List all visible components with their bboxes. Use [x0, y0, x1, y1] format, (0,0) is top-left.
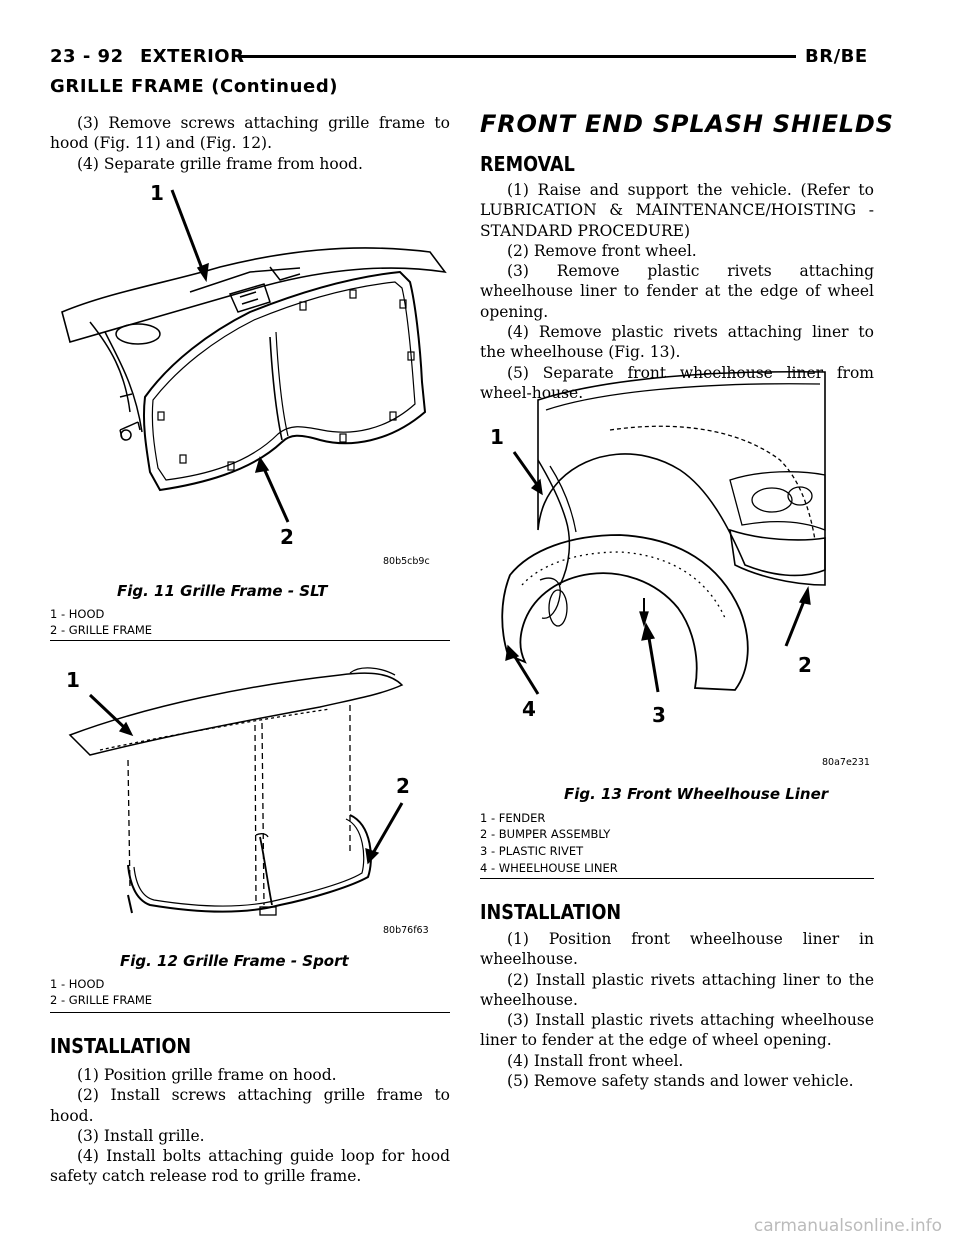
fig11-code: 80b5cb9c [383, 556, 430, 567]
step-text: (3) Install grille. [77, 1126, 205, 1145]
step-text: (4) Separate grille frame from hood. [77, 154, 363, 173]
left-installation-steps: (1) Position grille frame on hood. (2) I… [50, 1065, 450, 1187]
step-text: (2) Install screws attaching grille fram… [50, 1086, 450, 1125]
model-code: BR/BE [805, 46, 868, 67]
fig13-legend-item: 4 - WHEELHOUSE LINER [480, 861, 618, 875]
fig11-legend-item: 2 - GRILLE FRAME [50, 623, 153, 637]
step-text: (5) Remove safety stands and lower vehic… [507, 1072, 854, 1091]
fig13-legend-item: 3 - PLASTIC RIVET [480, 844, 584, 858]
step-text: (5) Separate front wheelhouse liner from… [480, 363, 874, 402]
step-text: (3) Remove screws attaching grille frame… [50, 114, 450, 153]
fig13-title: Fig. 13 Front Wheelhouse Liner [564, 785, 829, 803]
section-title: EXTERIOR [140, 46, 245, 67]
fig12-callout-1: 1 [66, 668, 80, 692]
removal-steps: (1) Raise and support the vehicle. (Refe… [480, 180, 874, 403]
page-number: 23 - 92 [50, 46, 124, 67]
fig13-callout-1: 1 [490, 425, 504, 449]
fig11-callout-1: 1 [150, 181, 164, 205]
step-text: (3) Install plastic rivets attaching whe… [480, 1011, 874, 1050]
fig13-legend-item: 1 - FENDER [480, 811, 546, 825]
fig11-illustration: 1 2 [61, 181, 447, 549]
fig11-rule [50, 640, 450, 641]
fig12-illustration: 1 2 [66, 667, 410, 916]
left-steps-top: (3) Remove screws attaching grille frame… [50, 113, 450, 174]
fig13-callout-3: 3 [652, 703, 666, 727]
fig11-title: Fig. 11 Grille Frame - SLT [117, 582, 328, 600]
step-text: (4) Install bolts attaching guide loop f… [50, 1147, 450, 1186]
right-installation-heading: INSTALLATION [480, 900, 622, 924]
fig13-callout-2: 2 [798, 653, 812, 677]
left-installation-heading: INSTALLATION [50, 1034, 192, 1058]
fig12-legend-item: 1 - HOOD [50, 977, 105, 991]
fig11-legend-item: 1 - HOOD [50, 607, 105, 621]
step-text: (4) Install front wheel. [507, 1051, 684, 1070]
fig13-callout-4: 4 [522, 697, 536, 721]
step-text: (1) Position grille frame on hood. [77, 1066, 337, 1084]
step-text: (2) Install plastic rivets attaching lin… [480, 970, 874, 1009]
fig12-legend-item: 2 - GRILLE FRAME [50, 993, 153, 1007]
fig12-rule [50, 1012, 450, 1013]
step-text: (1) Raise and support the vehicle. (Refe… [480, 181, 874, 240]
fig13-rule [480, 878, 874, 879]
fig12-callout-2: 2 [396, 774, 410, 798]
fig13-code: 80a7e231 [822, 757, 870, 768]
section-heading: FRONT END SPLASH SHIELDS [480, 110, 894, 138]
fig11-callout-2: 2 [280, 525, 294, 549]
continued-heading: GRILLE FRAME (Continued) [50, 76, 339, 97]
step-text: (3) Remove plastic rivets attaching whee… [480, 262, 874, 321]
fig13-legend-item: 2 - BUMPER ASSEMBLY [480, 827, 611, 841]
right-installation-steps: (1) Position front wheelhouse liner in w… [480, 929, 874, 1091]
watermark: carmanualsonline.info [753, 1216, 942, 1236]
fig12-code: 80b76f63 [383, 925, 429, 936]
step-text: (2) Remove front wheel. [507, 241, 697, 260]
removal-heading: REMOVAL [480, 152, 575, 176]
step-text: (1) Position front wheelhouse liner in w… [480, 930, 874, 969]
step-text: (4) Remove plastic rivets attaching line… [480, 323, 874, 362]
fig12-title: Fig. 12 Grille Frame - Sport [120, 952, 349, 970]
header-rule [238, 55, 796, 58]
fig13-illustration: 1 2 3 4 [490, 370, 826, 727]
